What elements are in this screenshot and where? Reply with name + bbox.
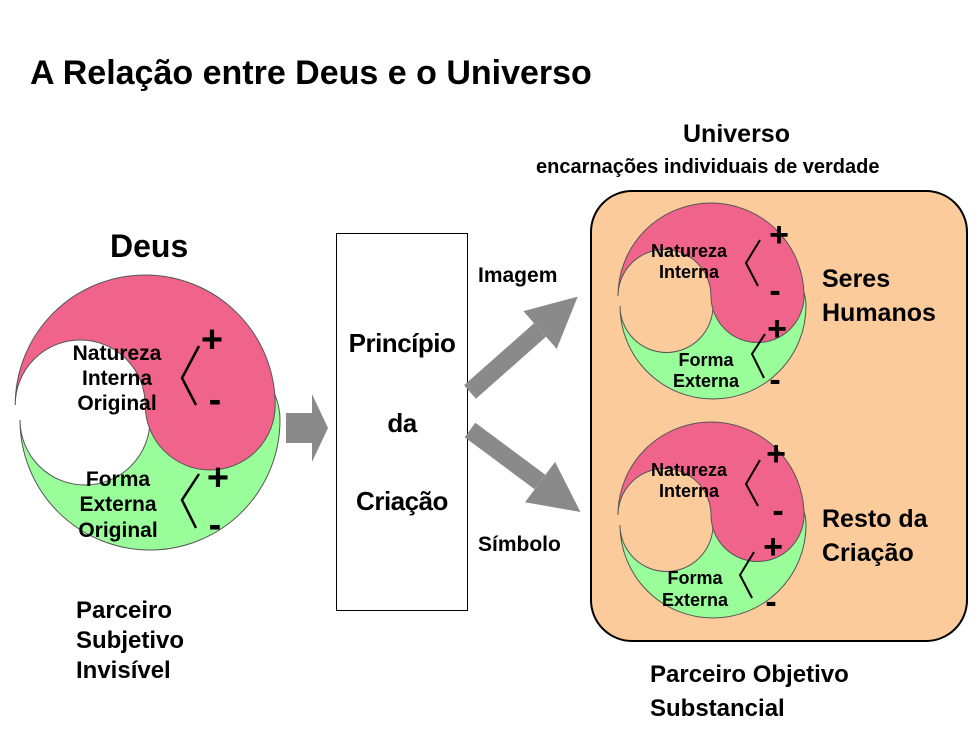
rest-of-creation-label: Resto da Criação bbox=[822, 505, 928, 567]
rest-yin-yang bbox=[617, 421, 807, 619]
rest-minus-upper: - bbox=[772, 492, 783, 530]
god-lower-line-3: Original bbox=[78, 519, 157, 542]
rest-upper-line-1: Natureza bbox=[651, 460, 728, 480]
image-label: Imagem bbox=[478, 264, 558, 287]
rest-lower-bracket bbox=[738, 551, 755, 599]
humans-yin-yang bbox=[617, 202, 807, 400]
god-title: Deus bbox=[110, 228, 189, 264]
god-plus-lower: + bbox=[207, 457, 229, 499]
god-upper-line-1: Natureza bbox=[73, 342, 162, 365]
humans-upper-line-2: Interna bbox=[659, 262, 720, 282]
rest-upper-line-2: Interna bbox=[659, 481, 720, 501]
rest-upper-bracket bbox=[744, 459, 761, 507]
god-lower-line-1: Forma bbox=[86, 468, 151, 491]
humans-minus-upper: - bbox=[769, 272, 780, 310]
page-title: A Relação entre Deus e o Universo bbox=[30, 54, 592, 92]
universe-subtitle: encarnações individuais de verdade bbox=[536, 156, 880, 178]
humans-lower-bracket bbox=[750, 333, 766, 379]
universe-title: Universo bbox=[683, 120, 790, 148]
rest-upper-pink-half bbox=[617, 421, 805, 562]
god-minus-lower: - bbox=[209, 504, 222, 546]
god-upper-bracket bbox=[180, 345, 201, 406]
humans-upper-pink-half bbox=[617, 202, 805, 343]
god-lower-line-2: Externa bbox=[79, 493, 156, 516]
principle-box: Princípio da Criação bbox=[336, 233, 468, 611]
principle-line-1: Princípio bbox=[348, 328, 456, 358]
rest-lower-line-2: Externa bbox=[662, 590, 729, 610]
image-arrow bbox=[464, 296, 578, 399]
god-plus-upper: + bbox=[201, 319, 223, 361]
god-upper-line-3: Original bbox=[77, 392, 156, 415]
rest-plus-lower: + bbox=[763, 528, 783, 566]
god-lower-bracket bbox=[180, 473, 201, 529]
god-minus-upper: - bbox=[209, 379, 222, 421]
humans-lower-line-2: Externa bbox=[673, 371, 740, 391]
rest-lower-line-1: Forma bbox=[667, 568, 723, 588]
rest-plus-upper: + bbox=[766, 435, 786, 473]
humans-upper-bracket bbox=[744, 239, 761, 287]
symbol-label: Símbolo bbox=[478, 533, 561, 556]
god-to-principle-arrow bbox=[286, 394, 328, 462]
objective-partner-label: Parceiro Objetivo Substancial bbox=[650, 661, 849, 722]
human-beings-label: Seres Humanos bbox=[822, 265, 936, 327]
god-upper-pink-half bbox=[14, 274, 276, 471]
humans-lower-line-1: Forma bbox=[678, 350, 734, 370]
subjective-partner-label: Parceiro Subjetivo Invisível bbox=[76, 597, 185, 684]
humans-plus-lower: + bbox=[767, 310, 787, 348]
principle-line-2: da bbox=[387, 408, 417, 438]
symbol-arrow bbox=[464, 422, 581, 513]
humans-plus-upper: + bbox=[769, 216, 789, 254]
humans-minus-lower: - bbox=[769, 361, 780, 399]
god-yin-yang bbox=[14, 274, 281, 551]
god-upper-line-2: Interna bbox=[82, 367, 152, 390]
humans-upper-line-1: Natureza bbox=[651, 241, 728, 261]
principle-line-3: Criação bbox=[356, 486, 448, 516]
rest-minus-lower: - bbox=[765, 583, 776, 621]
